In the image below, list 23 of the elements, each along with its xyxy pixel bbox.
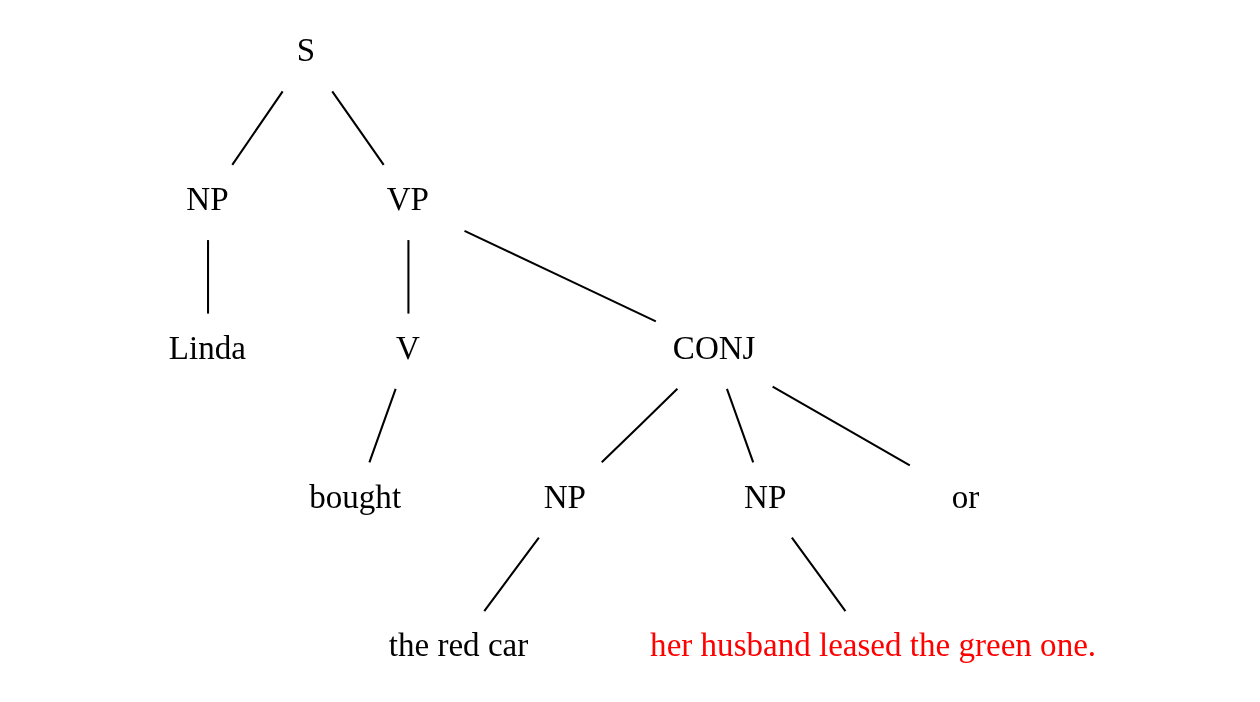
node-text: NP (743, 478, 786, 515)
node-text: V (395, 329, 420, 366)
connector (482, 536, 540, 612)
connector (790, 536, 846, 612)
connector (771, 385, 910, 467)
node-text: the red car (388, 627, 528, 664)
node-text: CONJ (672, 329, 755, 366)
connector (230, 90, 284, 166)
node-text: VP (386, 181, 429, 218)
connector (330, 90, 385, 166)
connector (725, 388, 754, 463)
connector (600, 388, 678, 464)
connector (206, 240, 209, 314)
node-text: her husband leased the green one. (649, 627, 1096, 664)
node-text: or (951, 478, 979, 515)
connector (367, 388, 397, 463)
node-text: bought (308, 478, 401, 515)
node-text: NP (543, 478, 586, 515)
connector (463, 229, 656, 323)
node-text: S (296, 32, 315, 69)
node-text: NP (185, 181, 229, 218)
node-text: Linda (168, 329, 246, 366)
connector (406, 240, 409, 314)
